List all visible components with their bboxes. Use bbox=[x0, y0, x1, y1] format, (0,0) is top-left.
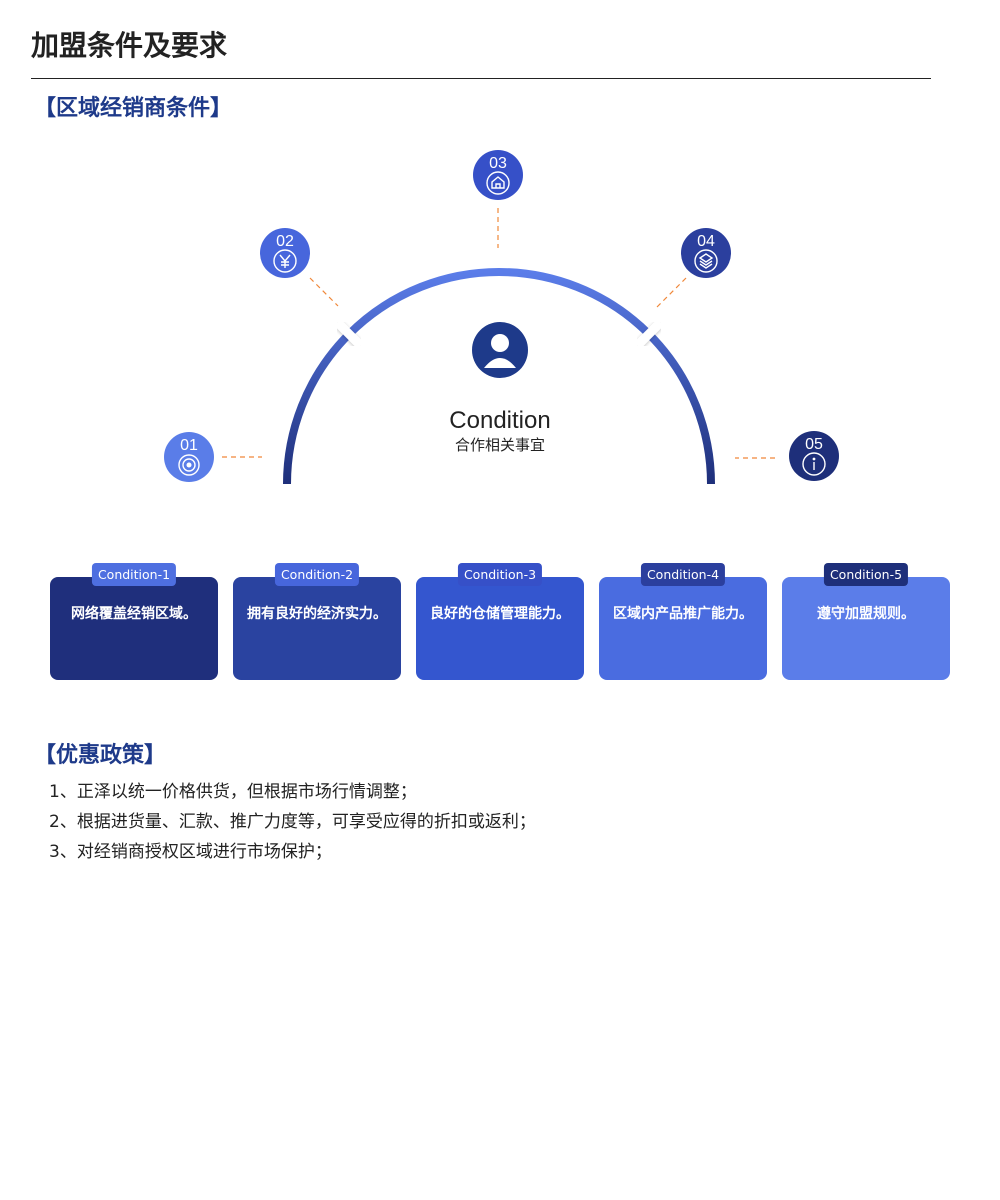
node-number: 04 bbox=[697, 233, 715, 250]
arc-tick-2 bbox=[336, 321, 363, 348]
connector-line-2 bbox=[309, 277, 339, 307]
node-circle bbox=[473, 150, 523, 200]
condition-text-1: 网络覆盖经销区域。 bbox=[71, 606, 197, 622]
policy-item-2: 2、根据进货量、汇款、推广力度等，可享受应得的折扣或返利； bbox=[49, 812, 536, 832]
condition-tag-3: Condition-3 bbox=[457, 563, 543, 586]
condition-tag-1: Condition-1 bbox=[91, 563, 177, 586]
condition-node-04: 04 bbox=[681, 228, 731, 278]
center-title: Condition bbox=[449, 407, 550, 434]
node-circle bbox=[164, 432, 214, 482]
condition-node-02: 02 bbox=[260, 228, 310, 278]
center-avatar bbox=[472, 322, 528, 378]
title-divider bbox=[31, 78, 931, 79]
policy-item-1: 1、正泽以统一价格供货，但根据市场行情调整； bbox=[49, 782, 417, 802]
layers-icon bbox=[694, 249, 718, 273]
section-heading-dealer-conditions: 【区域经销商条件】 bbox=[34, 96, 233, 121]
node-number: 01 bbox=[180, 437, 198, 454]
condition-card-5: Condition-5 遵守加盟规则。 bbox=[782, 563, 950, 680]
condition-node-01: 01 bbox=[164, 432, 214, 482]
condition-card-2: Condition-2 拥有良好的经济实力。 bbox=[233, 563, 401, 680]
arc-tick-4 bbox=[635, 321, 662, 348]
condition-card-1: Condition-1 网络覆盖经销区域。 bbox=[50, 563, 218, 680]
node-circle bbox=[260, 228, 310, 278]
condition-node-05: 05 bbox=[789, 431, 839, 481]
condition-tag-4: Condition-4 bbox=[640, 563, 726, 586]
node-number: 05 bbox=[805, 436, 823, 453]
node-circle bbox=[681, 228, 731, 278]
condition-card-3: Condition-3 良好的仓储管理能力。 bbox=[416, 563, 584, 680]
condition-text-2: 拥有良好的经济实力。 bbox=[247, 606, 387, 622]
condition-cards: Condition-1 网络覆盖经销区域。 Condition-2 拥有良好的经… bbox=[50, 563, 950, 683]
target-icon bbox=[178, 454, 200, 476]
home-icon bbox=[486, 171, 510, 195]
condition-tag-5: Condition-5 bbox=[823, 563, 909, 586]
node-circle bbox=[789, 431, 839, 481]
connector-line-4 bbox=[655, 277, 687, 309]
condition-tag-2: Condition-2 bbox=[274, 563, 360, 586]
policy-item-3: 3、对经销商授权区域进行市场保护； bbox=[49, 842, 332, 862]
condition-text-3: 良好的仓储管理能力。 bbox=[430, 606, 570, 622]
page-title: 加盟条件及要求 bbox=[31, 29, 228, 62]
condition-text-5: 遵守加盟规则。 bbox=[817, 606, 915, 622]
policy-list: 1、正泽以统一价格供货，但根据市场行情调整； 2、根据进货量、汇款、推广力度等，… bbox=[49, 778, 536, 868]
condition-node-03: 03 bbox=[473, 150, 523, 200]
section-heading-policies: 【优惠政策】 bbox=[34, 743, 167, 768]
avatar-head bbox=[491, 334, 509, 352]
center-subtitle: 合作相关事宜 bbox=[455, 436, 545, 454]
info-icon bbox=[802, 452, 826, 476]
condition-card-4: Condition-4 区域内产品推广能力。 bbox=[599, 563, 767, 680]
condition-text-4: 区域内产品推广能力。 bbox=[613, 606, 753, 622]
avatar-body bbox=[484, 358, 516, 368]
conditions-arc-diagram: Condition 合作相关事宜 01 02 03 04 05 bbox=[164, 150, 839, 489]
yen-icon bbox=[273, 249, 297, 273]
node-number: 02 bbox=[276, 233, 294, 250]
node-number: 03 bbox=[489, 155, 507, 172]
